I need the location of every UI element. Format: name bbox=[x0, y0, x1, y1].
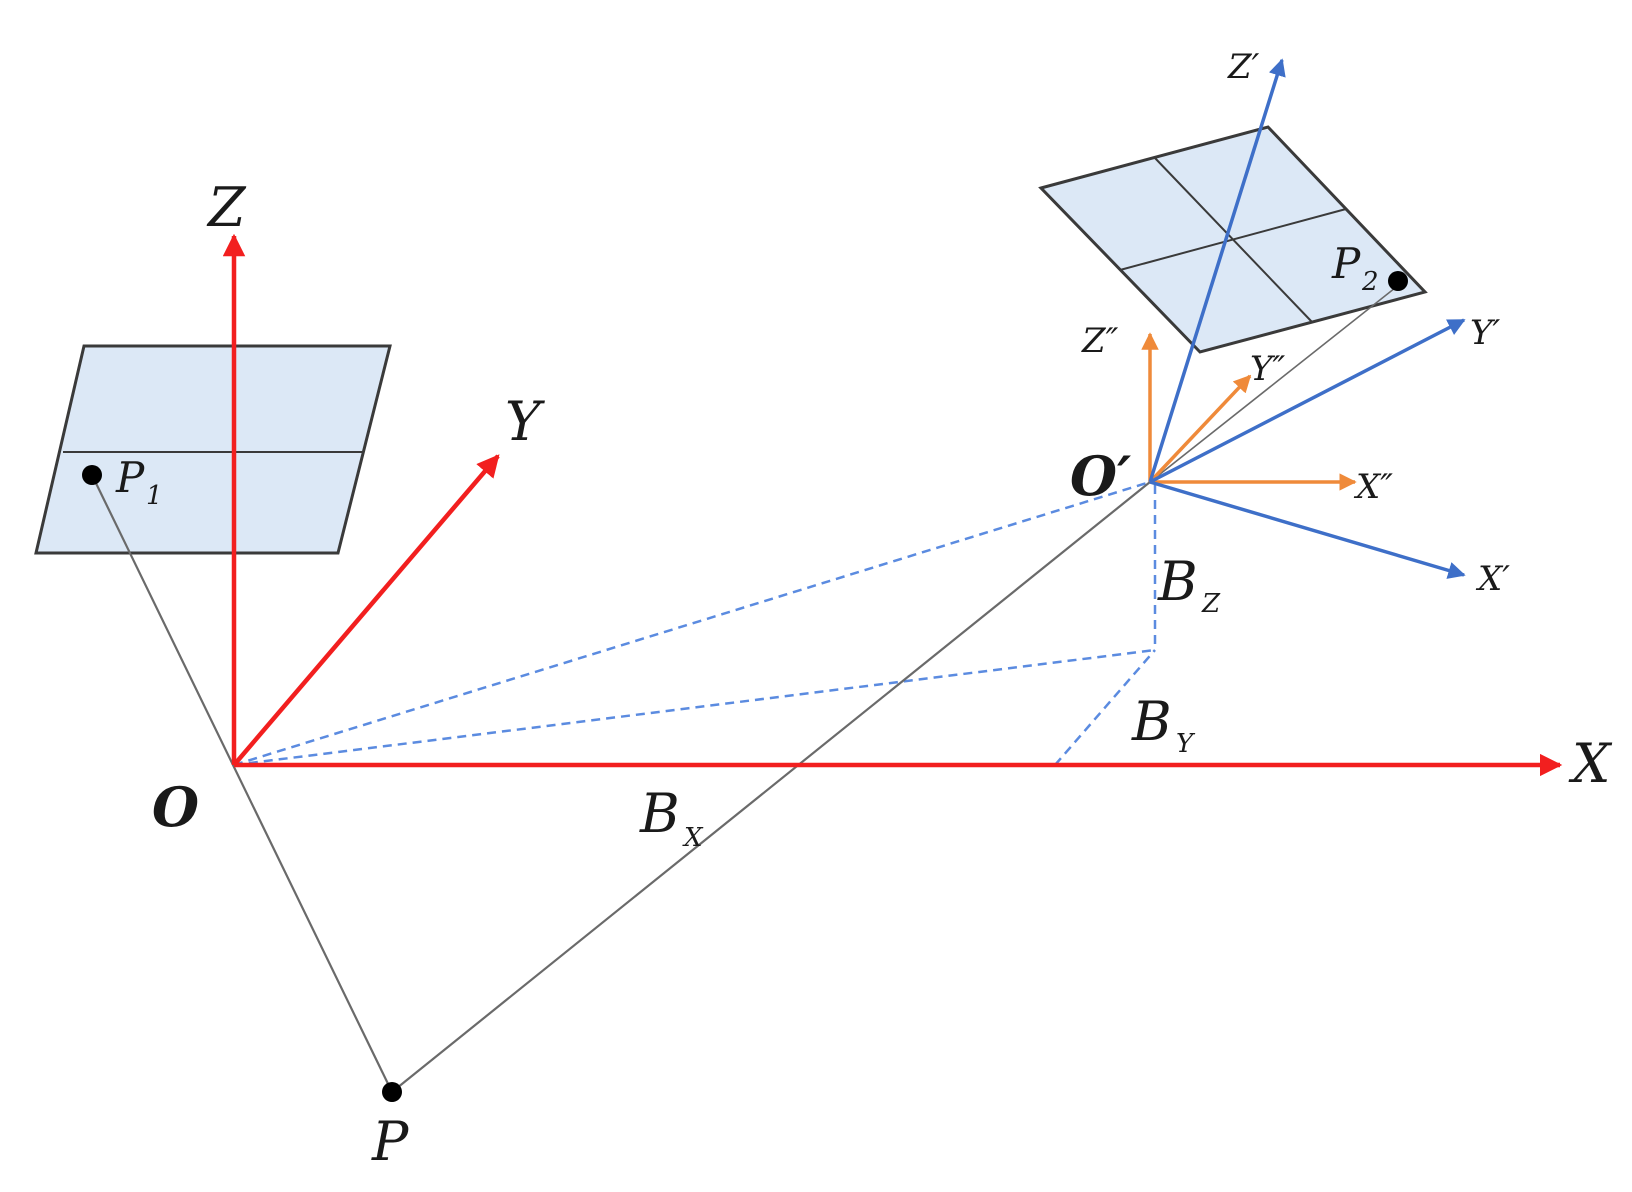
world-x-label: X bbox=[1568, 732, 1613, 795]
world-y-label: Y bbox=[505, 390, 545, 453]
camera-x-axis bbox=[1149, 480, 1466, 579]
baseline-by-letter: B bbox=[1131, 690, 1172, 753]
baseline-dash-o-to-oprime bbox=[233, 480, 1151, 767]
baseline-dashes bbox=[233, 480, 1157, 767]
baseline-bz-letter: B bbox=[1157, 550, 1198, 613]
ray-p-to-oprime bbox=[391, 481, 1151, 1093]
camera-y-axis bbox=[1149, 318, 1466, 484]
point-p1-label: P 1 bbox=[115, 453, 163, 511]
baseline-by-subscript: Y bbox=[1176, 729, 1196, 759]
origin-o-label: O bbox=[152, 775, 199, 839]
intermediate-axes bbox=[1141, 332, 1357, 491]
camera-z-axis bbox=[1148, 58, 1286, 483]
point-p2-letter: P bbox=[1331, 239, 1361, 288]
baseline-dash-o-to-foot bbox=[233, 648, 1156, 767]
baseline-bz-label: B Z bbox=[1157, 550, 1221, 619]
projection-rays bbox=[91, 283, 1401, 1093]
point-p2-label: P 2 bbox=[1331, 239, 1379, 297]
intermediate-y-label: Y″ bbox=[1250, 349, 1285, 389]
world-y-axis bbox=[232, 454, 500, 767]
point-p-dot bbox=[382, 1082, 402, 1102]
left-image-plane bbox=[34, 344, 392, 555]
points bbox=[82, 271, 1408, 1102]
right-image-plane bbox=[1038, 125, 1428, 354]
point-p2-subscript: 2 bbox=[1361, 267, 1379, 297]
baseline-bx-label: B X bbox=[639, 782, 704, 853]
camera-axes bbox=[1148, 58, 1466, 579]
baseline-by-label: B Y bbox=[1131, 690, 1196, 759]
intermediate-z-label: Z″ bbox=[1081, 321, 1119, 361]
camera-x-label: X′ bbox=[1475, 559, 1510, 599]
baseline-dash-bx-to-foot bbox=[1054, 649, 1156, 766]
baseline-bx-subscript: X bbox=[682, 823, 704, 853]
point-p1-subscript: 1 bbox=[146, 481, 163, 511]
baseline-bz-subscript: Z bbox=[1201, 589, 1221, 619]
intermediate-x-label: X″ bbox=[1353, 467, 1393, 507]
point-p1-dot bbox=[82, 465, 102, 485]
intermediate-y-axis bbox=[1148, 374, 1252, 484]
point-p-label: P bbox=[371, 1110, 410, 1173]
ray-p1-to-p bbox=[91, 474, 393, 1093]
right-image-plane-divider-2 bbox=[1119, 208, 1347, 271]
ray-oprime-to-p2 bbox=[1149, 283, 1401, 483]
camera-z-label: Z′ bbox=[1227, 47, 1260, 87]
world-axes bbox=[222, 233, 1563, 777]
baseline-bx-letter: B bbox=[639, 782, 680, 845]
left-image-plane-shape bbox=[34, 344, 392, 555]
origin-oprime-label: O′ bbox=[1070, 444, 1131, 508]
camera-y-label: Y′ bbox=[1470, 313, 1500, 353]
point-p1-letter: P bbox=[115, 453, 145, 502]
world-z-label: Z bbox=[206, 176, 247, 239]
point-p2-dot bbox=[1388, 271, 1408, 291]
